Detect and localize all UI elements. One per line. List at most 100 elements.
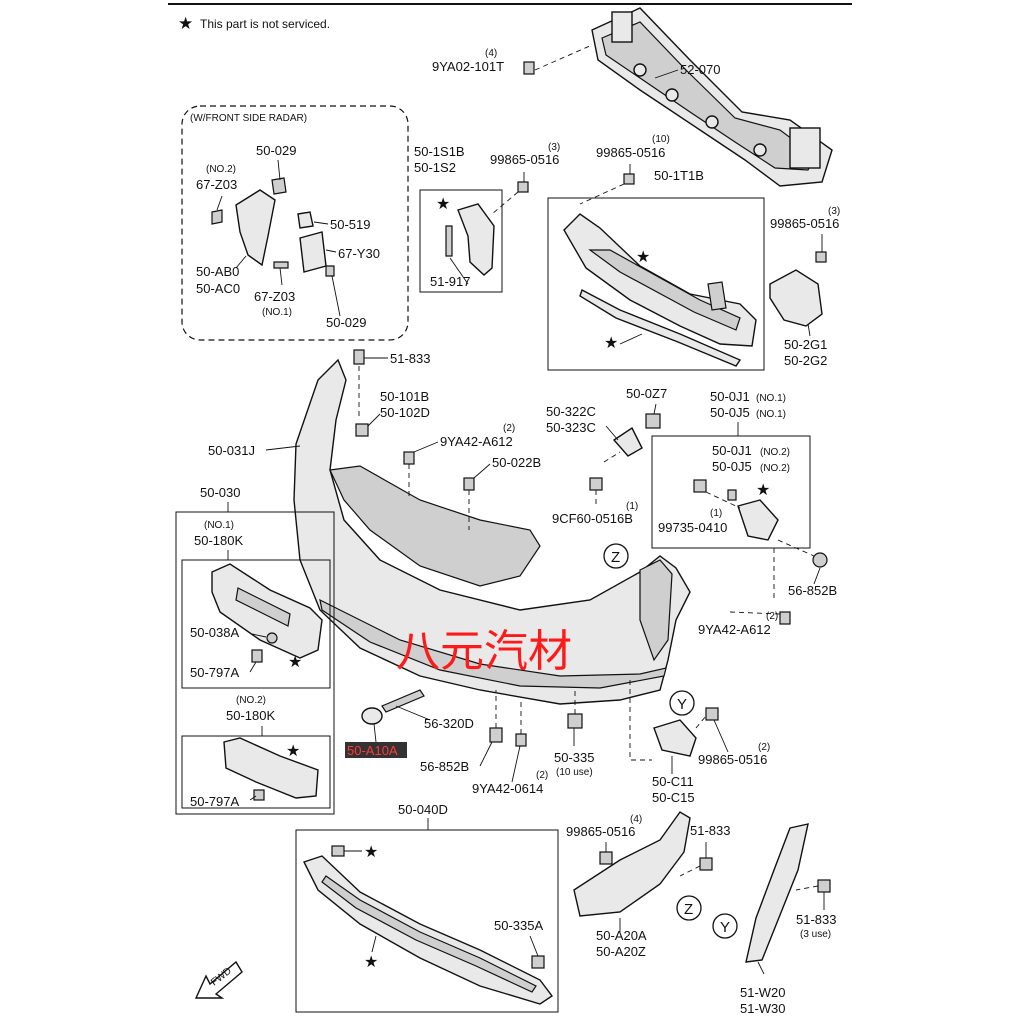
label-50-519: 50-519 [330, 217, 370, 232]
label-67-y30: 67-Y30 [338, 246, 380, 261]
license-plate-bracket-part [211, 563, 323, 659]
group-box-50-1s1b [419, 189, 503, 293]
fwd-arrow-icon [194, 960, 243, 999]
label-50-ab0: 50-AB0 [196, 264, 239, 279]
radar-group-title: (W/FRONT SIDE RADAR) [190, 113, 307, 124]
label-50-101b: 50-101B [380, 389, 429, 404]
label-51-w30: 51-W30 [740, 1001, 786, 1016]
label-50-2g1: 50-2G1 [784, 337, 827, 352]
label-67-z03-b: 67-Z03 [254, 289, 295, 304]
bolt-icon [705, 707, 719, 721]
label-qty-2-d: (2) [758, 742, 770, 753]
label-50-1t1b: 50-1T1B [654, 168, 704, 183]
wheel-arch-molding-part [745, 823, 809, 963]
label-qty-3-a: (3) [548, 142, 560, 153]
callout-z [603, 543, 629, 569]
label-50-038a: 50-038A [190, 625, 239, 640]
label-51-833-a: 51-833 [390, 351, 430, 366]
cover-part [612, 426, 643, 457]
group-box-plate-no2 [181, 735, 331, 809]
grommet-icon [266, 632, 278, 644]
label-qty-1-b: (1) [710, 508, 722, 519]
bolt-icon [623, 173, 635, 185]
bolt-icon [589, 477, 603, 491]
label-50-797a-b: 50-797A [190, 794, 239, 809]
star-icon: ★ [288, 654, 302, 671]
label-50-1s1b: 50-1S1B [414, 144, 465, 159]
star-icon: ★ [604, 335, 618, 352]
label-99865-0516-d: 99865-0516 [698, 752, 767, 767]
label-9ya42-0614: 9YA42-0614 [472, 781, 543, 796]
radar-bracket-part [211, 177, 335, 277]
label-no2-b: (NO.2) [760, 447, 790, 458]
label-99865-0516-c: 99865-0516 [770, 216, 839, 231]
label-51-917: 51-917 [430, 274, 470, 289]
bolt-icon [463, 477, 475, 491]
grille-part [563, 213, 757, 367]
callout-y [712, 913, 738, 939]
label-50-323c: 50-323C [546, 420, 596, 435]
label-no1-c: (NO.1) [756, 409, 786, 420]
label-qty-2-c: (2) [536, 770, 548, 781]
label-no1-b: (NO.1) [756, 393, 786, 404]
label-3-use: (3 use) [800, 929, 831, 940]
label-56-852b-a: 56-852B [788, 583, 837, 598]
label-qty-2-b: (2) [766, 611, 778, 622]
group-box-50-1t1b [547, 197, 765, 371]
clip-icon [531, 955, 545, 969]
label-9ya42-a612-b: 9YA42-A612 [698, 622, 771, 637]
group-box-50-030 [175, 511, 335, 815]
label-50-040d: 50-040D [398, 802, 448, 817]
callout-z-label: Z [684, 901, 693, 918]
label-50-335a: 50-335A [494, 918, 543, 933]
label-50-a10a: 50-A10A [347, 743, 398, 758]
bolt-icon [403, 451, 415, 465]
label-no1-d: (NO.1) [204, 520, 234, 531]
label-50-180k-b: 50-180K [226, 708, 275, 723]
label-9ya02-101t: 9YA02-101T [432, 59, 504, 74]
star-icon: ★ [756, 482, 770, 499]
label-56-320d: 56-320D [424, 716, 474, 731]
legend-text: This part is not serviced. [200, 17, 330, 31]
label-no1-a: (NO.1) [262, 307, 292, 318]
clip-icon [355, 423, 369, 437]
label-50-2g2: 50-2G2 [784, 353, 827, 368]
wire-part [381, 689, 425, 713]
group-box-50-040d [295, 829, 559, 1013]
label-50-029-b: 50-029 [326, 315, 366, 330]
star-icon: ★ [636, 249, 650, 266]
callout-z [676, 895, 702, 921]
bolt-icon [693, 479, 707, 493]
side-bracket-part [769, 269, 823, 327]
callout-y-label: Y [720, 919, 730, 936]
label-no2-c: (NO.2) [760, 463, 790, 474]
callout-z-label: Z [611, 549, 620, 566]
label-qty-4-b: (4) [630, 814, 642, 825]
label-50-102d: 50-102D [380, 405, 430, 420]
label-qty-3-b: (3) [828, 206, 840, 217]
label-50-029-a: 50-029 [256, 143, 296, 158]
bolt-icon [515, 733, 527, 747]
cap-icon [253, 789, 265, 801]
bracket-part [737, 499, 779, 541]
license-plate-bracket-part [223, 737, 319, 799]
label-50-a20a: 50-A20A [596, 928, 647, 943]
tow-hook-cover-part [361, 707, 383, 725]
label-9cf60-0516b: 9CF60-0516B [552, 511, 633, 526]
callout-y-label: Y [677, 696, 687, 713]
bolt-icon [517, 181, 529, 193]
label-51-833-c: 51-833 [796, 912, 836, 927]
clip-icon [727, 489, 737, 501]
label-99865-0516-a: 99865-0516 [490, 152, 559, 167]
label-50-1s2: 50-1S2 [414, 160, 456, 175]
radar-group-box [181, 105, 409, 341]
star-icon: ★ [364, 954, 378, 971]
bolt-icon [699, 857, 713, 871]
label-99735-0410: 99735-0410 [658, 520, 727, 535]
label-50-0j5-a: 50-0J5 [710, 405, 750, 420]
label-50-797a-a: 50-797A [190, 665, 239, 680]
label-52-070: 52-070 [680, 62, 720, 77]
label-51-w20: 51-W20 [740, 985, 786, 1000]
label-50-180k-a: 50-180K [194, 533, 243, 548]
